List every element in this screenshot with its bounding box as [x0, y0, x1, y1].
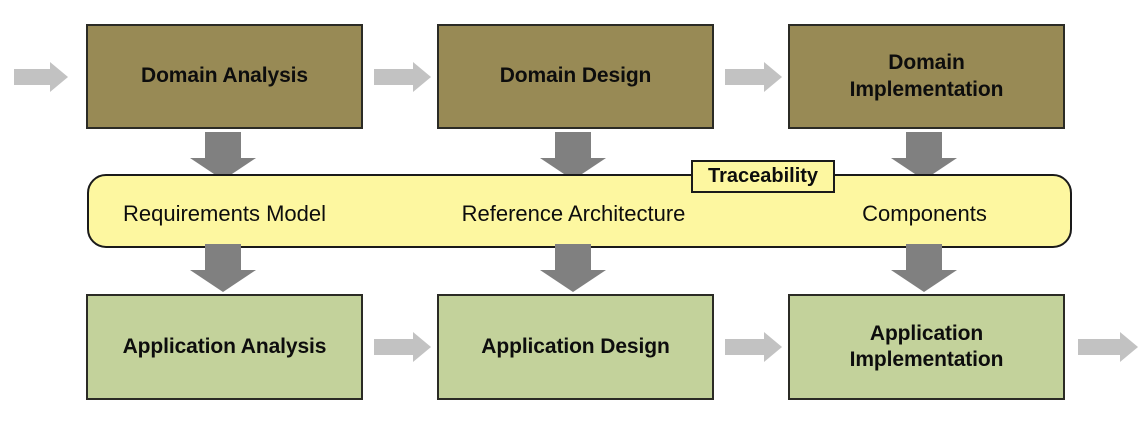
- right-arrow-icon-shaft: [14, 69, 52, 85]
- arrow-domain-design-to-reference-architecture: [540, 132, 606, 180]
- down-arrow-icon-shaft: [205, 244, 241, 271]
- right-arrow-icon-shaft: [374, 69, 414, 85]
- arrow-application-design-to-application-implementation: [725, 332, 782, 362]
- asset-label-components: Components: [862, 201, 987, 226]
- down-arrow-icon-shaft: [205, 132, 241, 159]
- right-arrow-icon-head: [50, 62, 68, 92]
- arrow-domain-analysis-to-domain-design: [374, 62, 431, 92]
- asset-label-reference-architecture: Reference Architecture: [461, 201, 686, 226]
- arrow-reference-architecture-to-application-design: [540, 244, 606, 292]
- right-arrow-icon-head: [413, 62, 431, 92]
- box-domain-implementation-line1: Domain: [888, 51, 965, 75]
- right-arrow-icon-shaft: [725, 339, 765, 355]
- right-arrow-icon-shaft: [725, 69, 765, 85]
- down-arrow-icon-shaft: [906, 244, 942, 271]
- arrow-domain-analysis-to-requirements-model: [190, 132, 256, 180]
- right-arrow-icon-head: [413, 332, 431, 362]
- box-application-implementation-line2: Implementation: [849, 348, 1004, 371]
- down-arrow-icon-shaft: [555, 244, 591, 271]
- arrow-requirements-model-to-application-analysis: [190, 244, 256, 292]
- right-arrow-icon-head: [764, 62, 782, 92]
- box-domain-implementation-line2: Implementation: [849, 77, 1004, 101]
- box-domain-analysis[interactable]: Domain Analysis: [86, 24, 363, 129]
- right-arrow-icon-head: [1120, 332, 1138, 362]
- arrow-domain-design-to-domain-implementation: [725, 62, 782, 92]
- right-arrow-icon-head: [764, 332, 782, 362]
- right-arrow-icon-shaft: [1078, 339, 1121, 355]
- arrow-entry-to-domain-analysis: [14, 62, 68, 92]
- down-arrow-icon-head: [190, 270, 256, 292]
- arrow-domain-implementation-to-components: [891, 132, 957, 180]
- box-application-analysis[interactable]: Application Analysis: [86, 294, 363, 400]
- box-application-design[interactable]: Application Design: [437, 294, 714, 400]
- traceability-callout: Traceability: [691, 160, 835, 193]
- down-arrow-icon-head: [891, 270, 957, 292]
- arrow-application-implementation-exit: [1078, 332, 1138, 362]
- down-arrow-icon-shaft: [555, 132, 591, 159]
- arrow-application-analysis-to-application-design: [374, 332, 431, 362]
- arrow-components-to-application-implementation: [891, 244, 957, 292]
- right-arrow-icon-shaft: [374, 339, 414, 355]
- box-domain-implementation[interactable]: Domain Implementation: [788, 24, 1065, 129]
- box-application-implementation[interactable]: Application Implementation: [788, 294, 1065, 400]
- down-arrow-icon-shaft: [906, 132, 942, 159]
- asset-label-requirements-model: Requirements Model: [123, 201, 326, 226]
- box-domain-design[interactable]: Domain Design: [437, 24, 714, 129]
- box-application-implementation-line1: Application: [869, 321, 984, 345]
- down-arrow-icon-head: [540, 270, 606, 292]
